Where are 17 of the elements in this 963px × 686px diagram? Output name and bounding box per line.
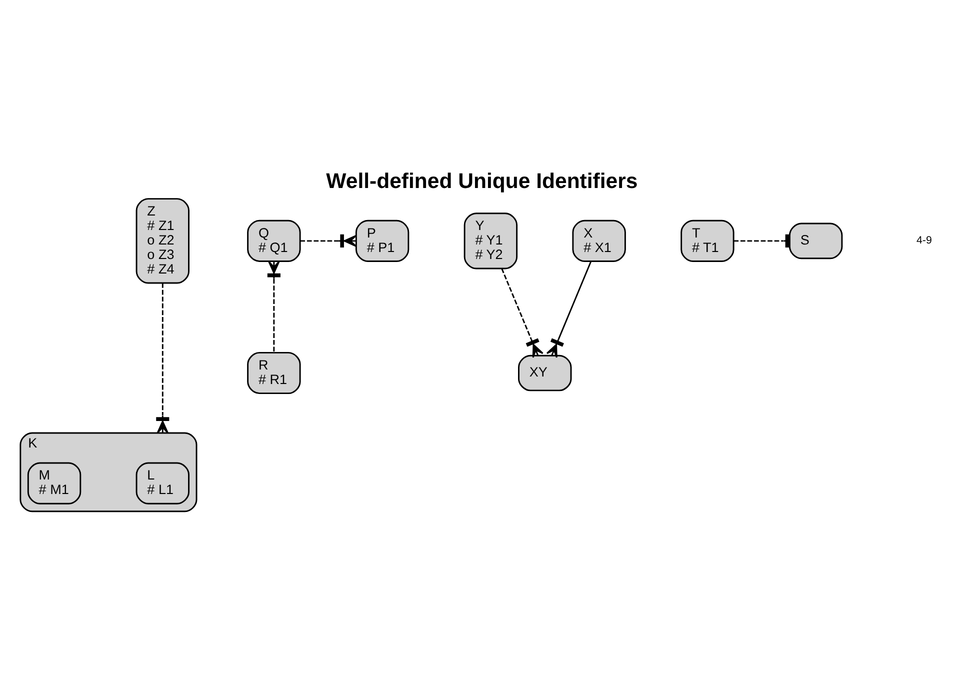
connector [300, 234, 357, 247]
node-box: Y # Y1 # Y2 [464, 212, 518, 269]
connector [546, 260, 592, 358]
node-box: S [788, 222, 843, 259]
diagram-title: Well-defined Unique Identifiers [326, 168, 638, 192]
node-box: R # R1 [247, 351, 301, 394]
node-box: XY [518, 354, 572, 391]
connector [501, 268, 544, 358]
node-box: M # M1 [27, 462, 82, 504]
node-box: T # T1 [680, 219, 734, 262]
connector [156, 282, 170, 434]
label: 4-9 [916, 234, 932, 246]
node-box: P # P1 [355, 219, 410, 262]
node-box: X # X1 [572, 219, 626, 262]
node-box: Q # Q1 [247, 219, 301, 262]
node-box: Z # Z1 o Z2 o Z3 # Z4 [136, 198, 190, 284]
node-box: L # L1 [136, 462, 190, 504]
